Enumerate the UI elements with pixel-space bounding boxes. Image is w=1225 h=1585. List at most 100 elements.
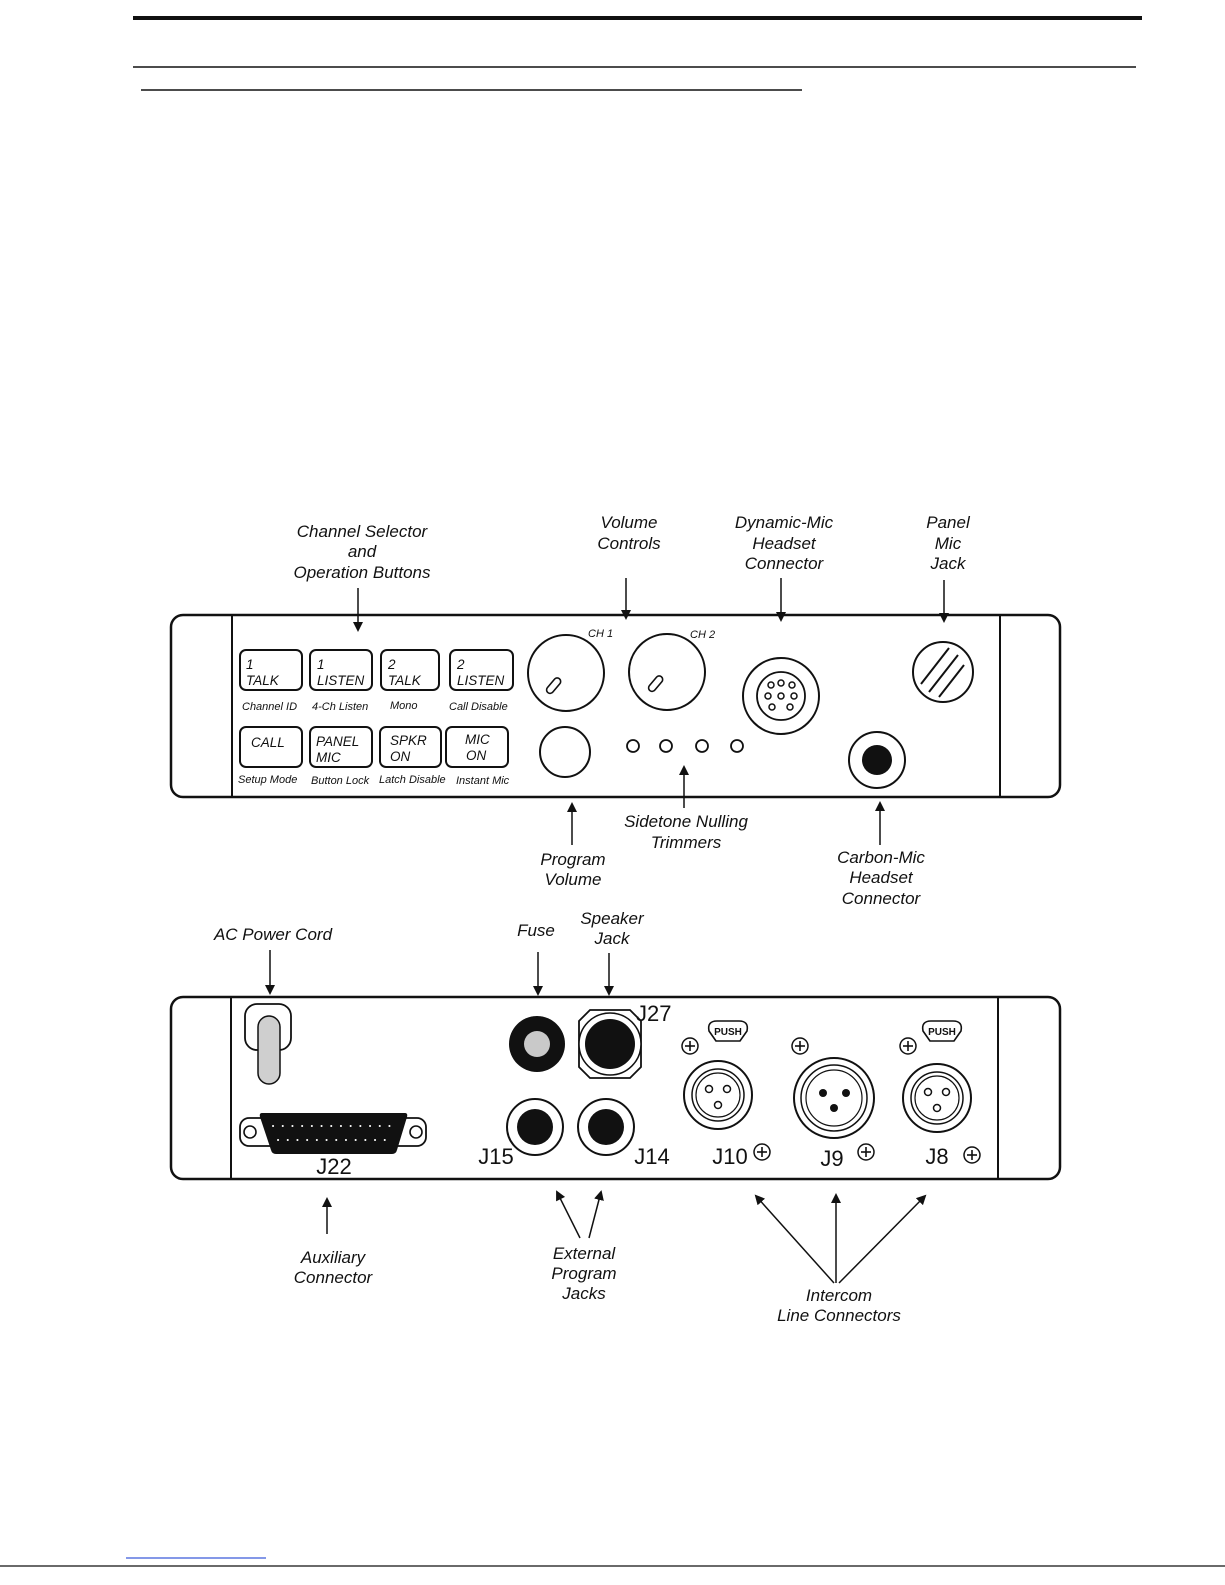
svg-text:Auxiliary: Auxiliary <box>300 1248 367 1267</box>
button-2-talk-sub: Mono <box>390 700 418 712</box>
button-spkr-on-line2: ON <box>390 749 411 764</box>
svg-text:Operation Buttons: Operation Buttons <box>293 563 431 582</box>
j10-label: J10 <box>712 1144 747 1169</box>
callout-panel-mic: Panel Mic Jack <box>926 513 971 623</box>
button-1-listen-sub: 4-Ch Listen <box>312 701 368 713</box>
callout-speaker-jack: Speaker Jack <box>580 909 645 996</box>
callout-volume-controls: Volume Controls <box>597 513 661 620</box>
button-2-talk[interactable]: 2 TALK <box>380 649 440 691</box>
callout-sidetone: Sidetone Nulling Trimmers <box>624 765 748 852</box>
intercom-connector-j9[interactable] <box>791 1037 875 1161</box>
svg-text:Volume: Volume <box>600 513 657 532</box>
fuse-holder[interactable] <box>509 1016 565 1072</box>
front-panel-body <box>169 613 1062 799</box>
button-1-listen[interactable]: 1 LISTEN <box>309 649 373 691</box>
svg-text:Trimmers: Trimmers <box>651 833 722 852</box>
auxiliary-connector-j22[interactable] <box>239 1113 427 1154</box>
button-mic-on[interactable]: MIC ON <box>445 726 509 768</box>
svg-text:Connector: Connector <box>842 889 922 908</box>
button-1-listen-line2: LISTEN <box>317 673 365 688</box>
button-panel-mic[interactable]: PANEL MIC <box>309 726 373 768</box>
panel-mic-jack[interactable] <box>912 641 974 703</box>
rear-panel: J22 J27 J15 J14 PUSH <box>169 909 1062 1325</box>
button-panel-mic-line1: PANEL <box>316 734 359 749</box>
j14-label: J14 <box>634 1144 669 1169</box>
svg-text:Intercom: Intercom <box>806 1286 872 1305</box>
svg-text:Carbon-Mic: Carbon-Mic <box>837 848 925 867</box>
button-1-talk-line1: 1 <box>246 657 254 672</box>
j9-label: J9 <box>820 1146 843 1171</box>
intercom-connector-j8[interactable]: PUSH <box>899 1020 981 1164</box>
svg-text:Headset: Headset <box>752 534 817 553</box>
button-call[interactable]: CALL <box>239 726 303 768</box>
button-mic-on-line1: MIC <box>465 732 490 747</box>
ac-power-cord <box>244 1003 292 1085</box>
speaker-jack-j27[interactable] <box>578 1009 642 1079</box>
ch1-volume-knob[interactable] <box>527 634 605 712</box>
button-1-talk[interactable]: 1 TALK <box>239 649 303 691</box>
button-1-listen-line1: 1 <box>317 657 325 672</box>
j10-push-label: PUSH <box>714 1027 742 1038</box>
callout-intercom: Intercom Line Connectors <box>754 1193 927 1325</box>
callout-channel-selector: Channel Selector and Operation Buttons <box>293 522 431 632</box>
sidetone-trimmer-4[interactable] <box>730 739 744 753</box>
dynamic-mic-headset-connector[interactable] <box>742 657 820 735</box>
button-spkr-on[interactable]: SPKR ON <box>379 726 442 768</box>
front-panel: 1 TALK Channel ID 1 LISTEN 4-Ch Listen 2… <box>169 513 1062 908</box>
svg-text:Line Connectors: Line Connectors <box>777 1306 901 1325</box>
program-volume-knob[interactable] <box>539 726 591 778</box>
sidetone-trimmer-3[interactable] <box>695 739 709 753</box>
svg-text:Headset: Headset <box>849 868 914 887</box>
sidetone-trimmer-1[interactable] <box>626 739 640 753</box>
j27-label: J27 <box>636 1001 671 1026</box>
button-spkr-on-line1: SPKR <box>390 733 427 748</box>
button-2-listen-line1: 2 <box>456 657 465 672</box>
button-2-talk-line2: TALK <box>388 673 422 688</box>
j8-label: J8 <box>925 1144 948 1169</box>
svg-text:Program: Program <box>551 1264 616 1283</box>
sidetone-trimmer-2[interactable] <box>659 739 673 753</box>
svg-text:Volume: Volume <box>544 870 601 889</box>
button-mic-on-sub: Instant Mic <box>456 775 510 787</box>
callout-external-program: External Program Jacks <box>551 1190 617 1303</box>
svg-text:Jack: Jack <box>594 929 631 948</box>
callout-auxiliary: Auxiliary Connector <box>294 1197 374 1287</box>
svg-text:and: and <box>348 542 377 561</box>
svg-text:Controls: Controls <box>597 534 661 553</box>
button-mic-on-line2: ON <box>466 748 487 763</box>
svg-text:AC Power Cord: AC Power Cord <box>213 925 333 944</box>
intercom-connector-j10[interactable]: PUSH <box>681 1020 771 1161</box>
callout-dynamic-mic: Dynamic-Mic Headset Connector <box>735 513 834 622</box>
svg-text:External: External <box>553 1244 617 1263</box>
carbon-mic-headset-connector[interactable] <box>848 731 906 789</box>
callout-carbon-mic: Carbon-Mic Headset Connector <box>837 801 925 908</box>
callout-ac-power: AC Power Cord <box>213 925 333 995</box>
button-1-talk-line2: TALK <box>246 673 280 688</box>
j8-push-label: PUSH <box>928 1027 956 1038</box>
svg-text:Sidetone Nulling: Sidetone Nulling <box>624 812 748 831</box>
button-2-listen[interactable]: 2 LISTEN <box>449 649 514 691</box>
svg-text:Jack: Jack <box>930 554 967 573</box>
ch2-label: CH 2 <box>690 629 715 641</box>
button-2-talk-line1: 2 <box>387 657 396 672</box>
ch1-label: CH 1 <box>588 628 613 640</box>
svg-text:Channel Selector: Channel Selector <box>297 522 429 541</box>
callout-fuse: Fuse <box>517 921 555 996</box>
j15-label: J15 <box>478 1144 513 1169</box>
ch2-volume-knob[interactable] <box>628 633 706 711</box>
j22-label: J22 <box>316 1154 351 1179</box>
button-2-listen-sub: Call Disable <box>449 701 508 713</box>
button-call-line1: CALL <box>251 735 285 750</box>
button-spkr-on-sub: Latch Disable <box>379 774 446 786</box>
svg-text:Mic: Mic <box>935 534 962 553</box>
svg-text:Dynamic-Mic: Dynamic-Mic <box>735 513 834 532</box>
svg-text:Fuse: Fuse <box>517 921 555 940</box>
svg-text:Connector: Connector <box>745 554 825 573</box>
svg-text:Speaker: Speaker <box>580 909 645 928</box>
svg-text:Program: Program <box>540 850 605 869</box>
program-jack-j14[interactable] <box>577 1098 635 1156</box>
svg-text:Jacks: Jacks <box>561 1284 606 1303</box>
program-jack-j15[interactable] <box>506 1098 564 1156</box>
svg-text:Connector: Connector <box>294 1268 374 1287</box>
svg-text:Panel: Panel <box>926 513 971 532</box>
